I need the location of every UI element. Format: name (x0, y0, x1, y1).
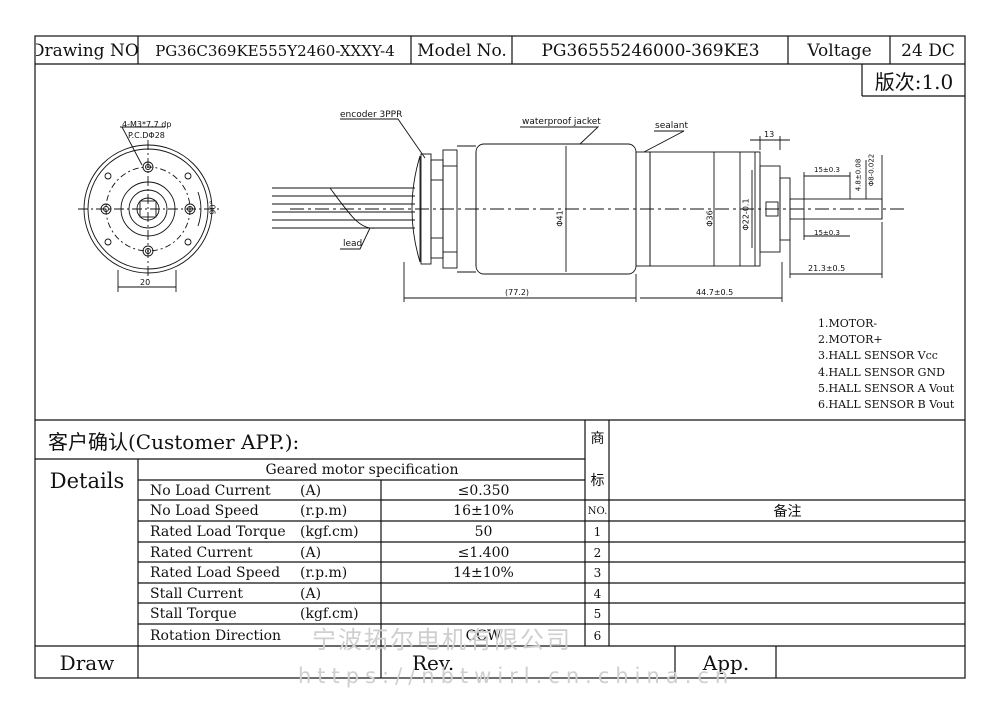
spec-name: Rotation Direction (150, 627, 282, 644)
spec-value: ≤0.350 (457, 482, 510, 499)
voltage-label: Voltage (807, 40, 872, 61)
wiring-item: 5.HALL SENSOR A Vout (818, 381, 955, 395)
wiring-item: 1.MOTOR- (818, 317, 878, 330)
label-dim-13: 13 (764, 130, 775, 139)
app-label: App. (702, 650, 750, 675)
spec-name: Rated Load Torque (150, 524, 286, 540)
watermark-company: 宁波拓尔电机有限公司 (312, 626, 572, 654)
label-dim-48: 4.8±0.08 (854, 158, 863, 192)
wiring-item: 2.MOTOR+ (818, 333, 883, 347)
watermark-url: https://nbtwirl.cn.china.cn (298, 664, 735, 688)
label-dim-772: (77.2) (505, 288, 530, 297)
wiring-list: 1.MOTOR- 2.MOTOR+ 3.HALL SENSOR Vcc 4.HA… (818, 316, 954, 413)
wiring-item: 3.HALL SENSOR Vcc (818, 349, 938, 363)
customer-approval-title: 客户确认(Customer APP.): (48, 429, 300, 454)
spec-unit: (A) (300, 482, 322, 499)
label-lead: lead (343, 239, 363, 249)
label-dim-8: Φ8-0.022 (867, 153, 876, 187)
wiring-item: 6.HALL SENSOR B Vout (818, 398, 955, 412)
label-encoder: encoder 3PPR (340, 110, 403, 120)
spec-name: Rated Load Speed (150, 565, 281, 581)
spec-unit: (kgf.cm) (300, 524, 359, 540)
spec-value: 14±10% (453, 565, 514, 581)
label-front-hole: 4-M3*7.7 dp (122, 120, 172, 129)
model-no-label: Model No. (417, 40, 507, 61)
front-view (78, 126, 222, 292)
remark-header: 备注 (773, 504, 802, 520)
spec-value: 50 (474, 524, 493, 540)
spec-unit: (A) (300, 585, 322, 602)
row-number: 1 (593, 525, 602, 539)
side-view (272, 118, 905, 302)
details-label: Details (49, 469, 125, 493)
wiring-item: 4.HALL SENSOR GND (818, 365, 945, 379)
spec-unit: (r.p.m) (300, 503, 348, 519)
voltage-value: 24 DC (901, 40, 955, 61)
version-label: 版次:1.0 (874, 70, 954, 94)
label-dim-447: 44.7±0.5 (696, 288, 734, 297)
no-header: NO. (587, 505, 608, 517)
label-pcd: P.C.DΦ28 (128, 131, 165, 140)
row-number: 4 (593, 586, 602, 601)
trademark-char-shang: 商 (590, 431, 605, 447)
row-number: 3 (593, 566, 602, 580)
spec-value: ≤1.400 (457, 544, 510, 561)
spec-name: Stall Torque (150, 606, 237, 622)
label-dim-41: Φ41 (555, 210, 565, 227)
label-jacket: waterproof jacket (522, 117, 601, 127)
trademark-char-biao: 标 (590, 473, 605, 489)
spec-title: Geared motor specification (265, 462, 459, 478)
spec-name: Stall Current (150, 585, 244, 602)
draw-label: Draw (59, 650, 115, 675)
spec-value: CCW (465, 627, 502, 644)
label-dim-213: 21.3±0.5 (808, 264, 846, 273)
rev-label: Rev. (412, 650, 455, 675)
spec-name: No Load Current (150, 482, 271, 499)
spec-unit: (A) (300, 544, 322, 561)
row-number: 2 (593, 545, 602, 560)
label-dim-15-bottom: 15±0.3 (814, 229, 840, 237)
spec-value: 16±10% (453, 503, 514, 519)
label-sealant: sealant (655, 121, 688, 131)
spec-value (382, 584, 585, 603)
spec-name: No Load Speed (150, 503, 259, 519)
spec-name: Rated Current (150, 544, 253, 561)
spec-unit: (kgf.cm) (300, 606, 359, 622)
row-number: 5 (593, 607, 602, 621)
label-dim-15-top: 15±0.3 (814, 166, 840, 174)
label-dim-22: Φ22-0.1 (741, 198, 751, 231)
model-no-value: PG36555246000-369KE3 (541, 40, 760, 61)
spec-unit: (r.p.m) (300, 565, 348, 581)
label-dim-90: 90° (208, 200, 218, 215)
drawing-no-value: PG36C369KE555Y2460-XXXY-4 (155, 41, 395, 60)
row-number: 6 (593, 628, 602, 643)
drawing-no-label: Drawing NO. (36, 40, 138, 61)
label-dim-20: 20 (140, 278, 151, 287)
label-dim-36: Φ36 (705, 210, 715, 227)
